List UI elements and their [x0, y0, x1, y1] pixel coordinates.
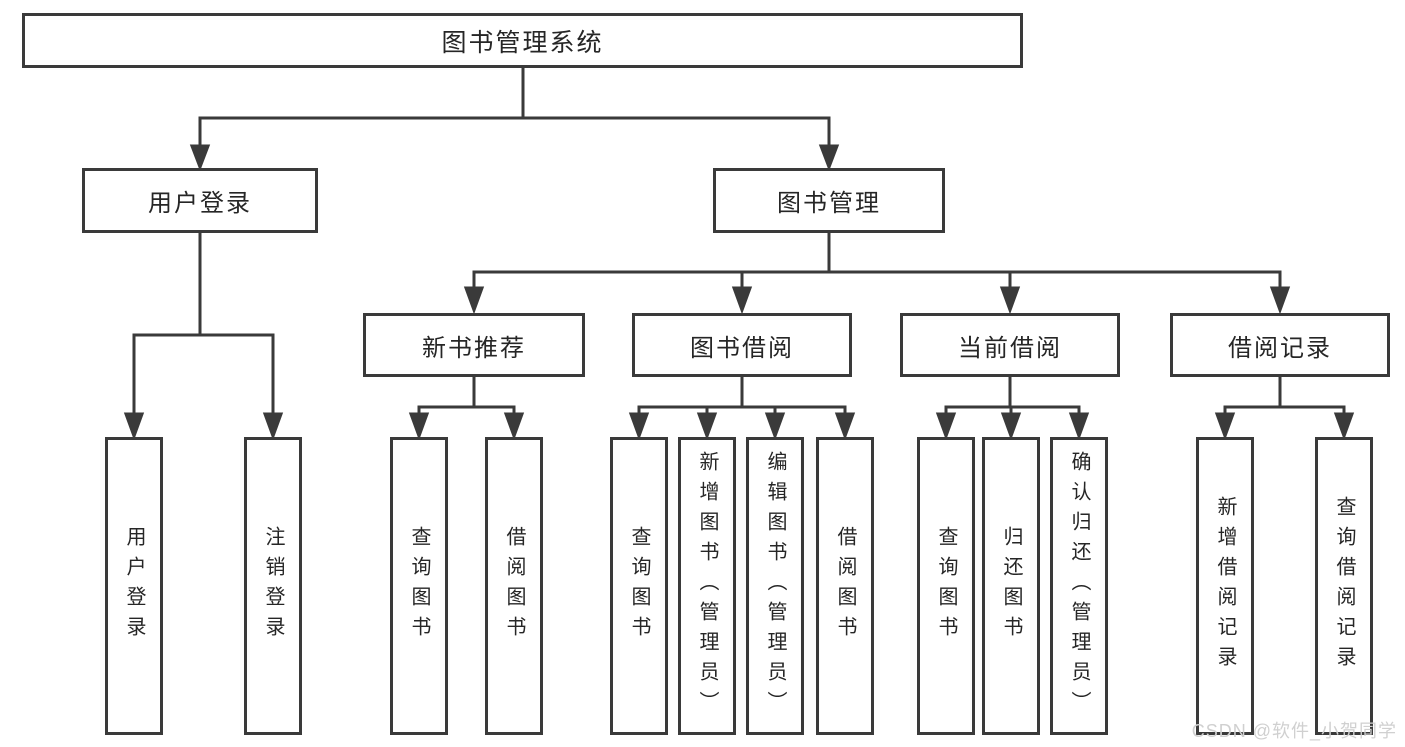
node-root: 图书管理系统 [22, 13, 1023, 68]
node-user-login: 用户登录 [82, 168, 318, 233]
leaf-return-books: 归还图书 [982, 437, 1040, 735]
leaf-edit-book-admin: 编辑图书（管理员） [746, 437, 804, 735]
node-book-management: 图书管理 [713, 168, 945, 233]
leaf-confirm-return-admin: 确认归还（管理员） [1050, 437, 1108, 735]
leaf-query-books-1: 查询图书 [390, 437, 448, 735]
node-borrow-records: 借阅记录 [1170, 313, 1390, 377]
leaf-add-borrow-record: 新增借阅记录 [1196, 437, 1254, 735]
leaf-borrow-books-1: 借阅图书 [485, 437, 543, 735]
csdn-watermark: CSDN @软件_小贺同学 [1191, 721, 1397, 741]
leaf-query-borrow-record: 查询借阅记录 [1315, 437, 1373, 735]
leaf-borrow-books-2: 借阅图书 [816, 437, 874, 735]
leaf-user-login: 用户登录 [105, 437, 163, 735]
leaf-query-books-3: 查询图书 [917, 437, 975, 735]
leaf-add-book-admin: 新增图书（管理员） [678, 437, 736, 735]
leaf-query-books-2: 查询图书 [610, 437, 668, 735]
node-new-book-recommend: 新书推荐 [363, 313, 585, 377]
node-current-borrow: 当前借阅 [900, 313, 1120, 377]
node-book-borrow: 图书借阅 [632, 313, 852, 377]
leaf-logout: 注销登录 [244, 437, 302, 735]
